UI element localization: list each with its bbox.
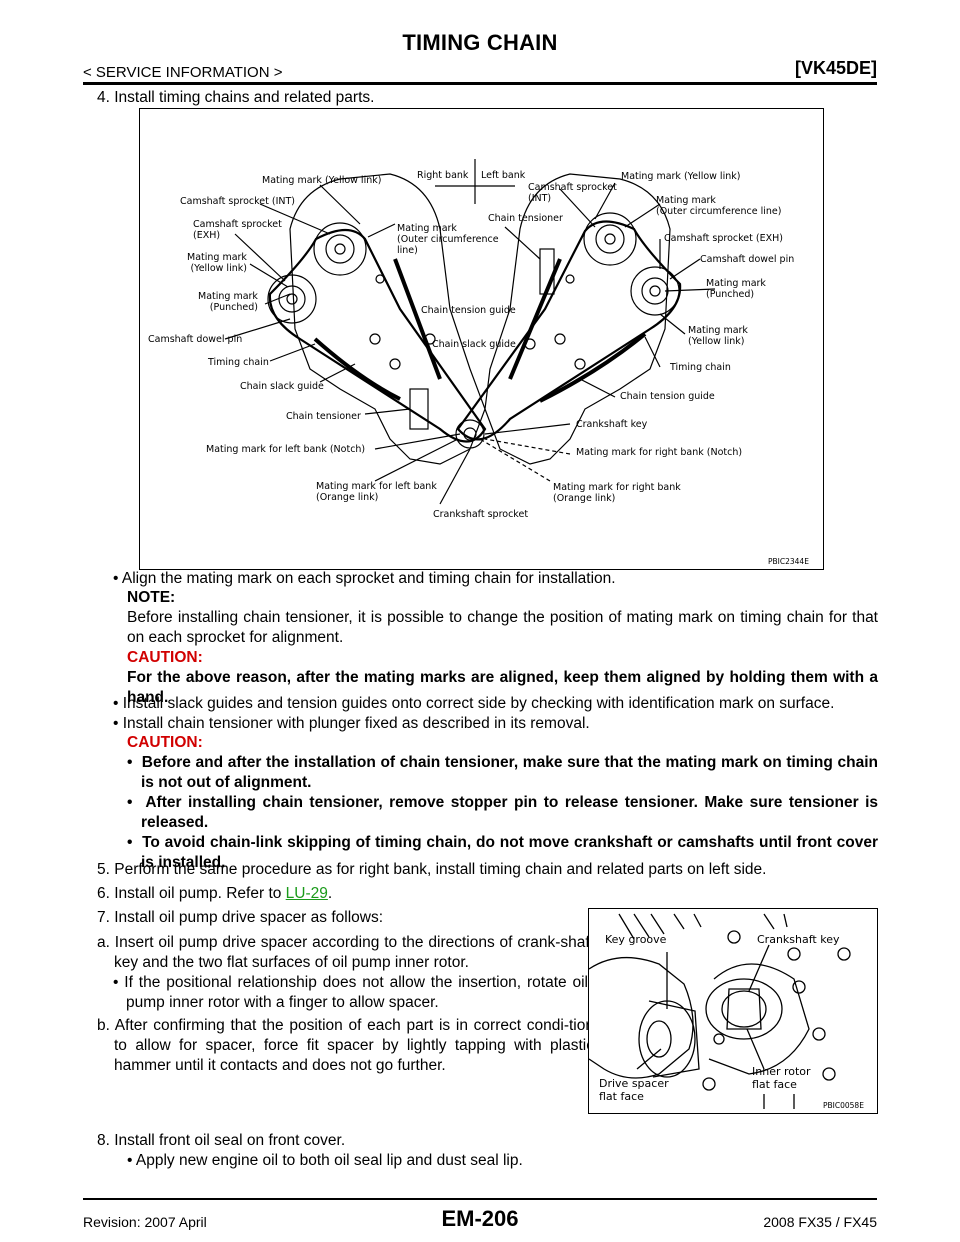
label-mating-punched-right: Mating mark (Punched) [706,278,766,300]
label-chain-tensioner-left: Chain tensioner [286,411,361,422]
bullet-slack-guides: • Install slack guides and tension guide… [113,695,835,712]
page-number: EM-206 [441,1206,519,1231]
figure-code: PBIC2344E [768,557,809,566]
step-8-bullet: • Apply new engine oil to both oil seal … [127,1152,523,1169]
label-camshaft-dowel-right: Camshaft dowel pin [700,254,795,265]
timing-chain-illustration [224,159,716,505]
label-chain-slack-left: Chain slack guide [240,381,324,392]
step-8: 8. Install front oil seal on front cover… [97,1132,346,1149]
note-block: NOTE: Before installing chain tensioner,… [127,588,878,708]
label-crankshaft-key-2: Crankshaft key [757,933,840,946]
label-key-groove: Key groove [605,933,667,946]
step-7a-bullet: • If the positional relationship does no… [113,974,588,1011]
step-6: 6. Install oil pump. Refer to LU-29. [97,885,333,902]
label-mating-yellow-right: Mating mark (Yellow link) [621,171,741,182]
revision-date: Revision: 2007 April [83,1214,207,1230]
engine-model-tag: [VK45DE] [794,58,877,78]
label-left-bank: Left bank [481,170,526,181]
label-mating-orange-right: Mating mark for right bank (Orange link) [553,482,681,504]
label-timing-chain-left: Timing chain [208,357,269,368]
step-7b: b. After confirming that the position of… [97,1017,594,1074]
model-year: 2008 FX35 / FX45 [763,1214,877,1230]
label-chain-slack-center: Chain slack guide [432,339,516,350]
label-camshaft-exh-right: Camshaft sprocket (EXH) [664,233,783,244]
caution-heading-1: CAUTION: [127,649,203,666]
page-title: TIMING CHAIN [402,30,558,55]
label-mating-yellow-left: Mating mark (Yellow link) [262,175,382,186]
label-mating-notch-left: Mating mark for left bank (Notch) [206,444,366,455]
caution-text-1: For the above reason, after the mating m… [127,669,878,706]
oil-pump-spacer-diagram: Key groove Crankshaft key Inner rotor fl… [588,908,878,1114]
note-text: Before installing chain tensioner, it is… [127,609,878,646]
oil-pump-illustration [589,913,851,1109]
label-chain-tension-guide-center: Chain tension guide [421,305,516,316]
step-4: 4. Install timing chains and related par… [97,89,375,106]
label-chain-tension-guide-right: Chain tension guide [620,391,715,402]
caution-item-1: • Before and after the installation of c… [127,754,878,791]
bullet-align: • Align the mating mark on each sprocket… [113,570,616,587]
lu-29-link[interactable]: LU-29 [285,885,328,902]
label-right-bank: Right bank [417,170,469,181]
timing-chain-diagram: Mating mark (Yellow link) Camshaft sproc… [139,108,824,570]
label-camshaft-int-left: Camshaft sprocket (INT) [180,196,296,207]
label-camshaft-exh-left: Camshaft sprocket (EXH) [193,219,282,241]
figure2-code: PBIC0058E [823,1101,864,1110]
label-timing-chain-right: Timing chain [670,362,731,373]
step-5: 5. Perform the same procedure as for rig… [97,861,767,878]
step-7: 7. Install oil pump drive spacer as foll… [97,909,384,926]
step-7a: a. Insert oil pump drive spacer accordin… [97,934,594,971]
label-chain-tensioner-center: Chain tensioner [488,213,563,224]
label-drive-spacer-flat: Drive spacer flat face [599,1077,669,1103]
header-rule [83,82,877,85]
bullet-chain-tensioner: • Install chain tensioner with plunger f… [113,715,590,732]
label-mating-yellow2-right: Mating mark (Yellow link) [688,325,748,347]
label-mating-outer-center: Mating mark (Outer circumference line) [397,223,499,256]
caution-heading-2: CAUTION: [127,734,203,751]
caution-item-3: • To avoid chain-link skipping of timing… [127,834,878,871]
caution-item-2: • After installing chain tensioner, remo… [127,794,878,831]
label-crankshaft-key: Crankshaft key [576,419,648,430]
label-mating-punched-left: Mating mark (Punched) [198,291,258,313]
section-breadcrumb: < SERVICE INFORMATION > [83,64,283,81]
label-mating-notch-right: Mating mark for right bank (Notch) [576,447,743,458]
caution-block-2: CAUTION: • Before and after the installa… [127,733,878,873]
footer-rule [83,1198,877,1200]
note-heading: NOTE: [127,589,176,606]
label-mating-yellow2-left: Mating mark (Yellow link) [187,252,247,274]
label-camshaft-int-right: Camshaft sprocket (INT) [528,182,617,204]
label-mating-outer-right: Mating mark (Outer circumference line) [656,195,782,217]
label-crankshaft-sprocket: Crankshaft sprocket [433,509,529,520]
label-inner-rotor-flat: Inner rotor flat face [752,1065,811,1091]
label-mating-orange-left: Mating mark for left bank (Orange link) [316,481,437,503]
label-camshaft-dowel-left: Camshaft dowel pin [148,334,243,345]
